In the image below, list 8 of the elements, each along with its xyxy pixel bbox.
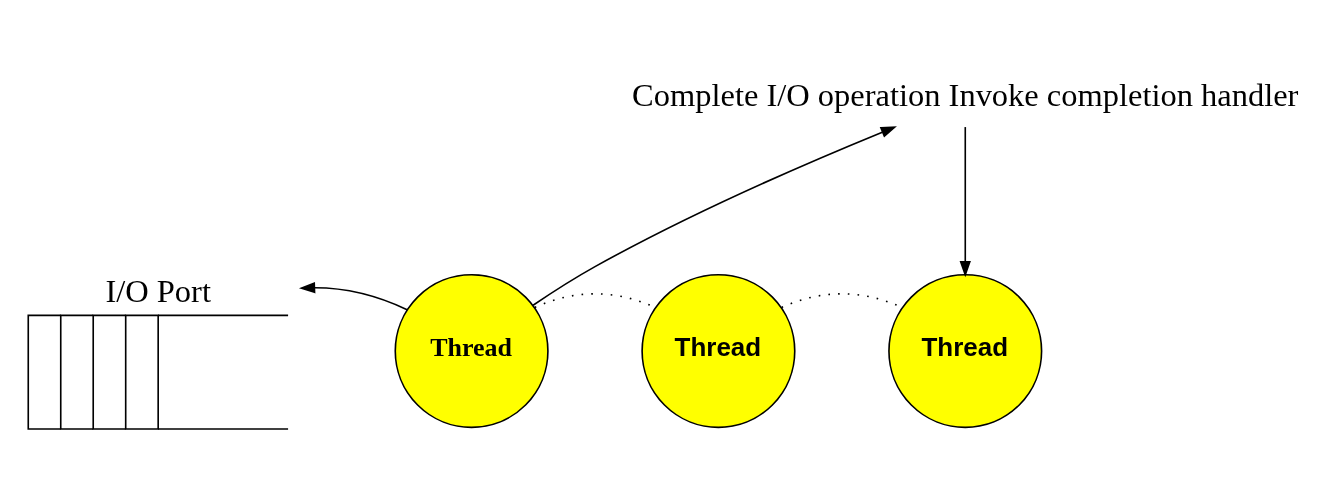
node-circle: Thread — [394, 273, 549, 429]
node-label: I/O Port — [105, 273, 211, 310]
node-circle: Thread — [888, 273, 1043, 429]
arrow — [532, 126, 897, 307]
node-circle: Thread — [641, 273, 796, 429]
node-text: Complete I/O operation Invoke completion handler — [632, 76, 1299, 113]
arrow — [298, 282, 408, 311]
arrow — [959, 126, 971, 278]
